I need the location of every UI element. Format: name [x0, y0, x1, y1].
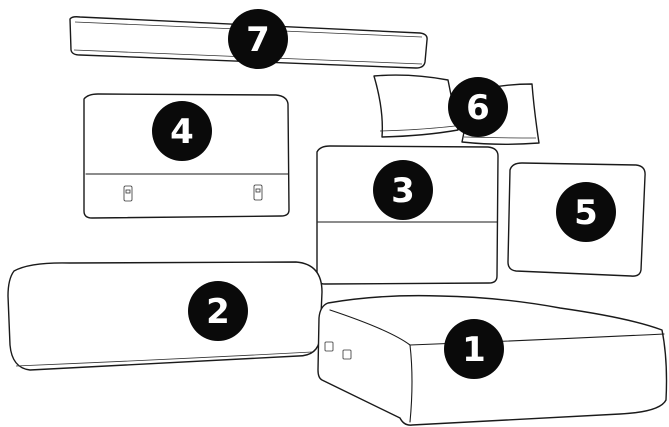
badge-label-5: 5	[574, 193, 598, 233]
badge-label-2: 2	[206, 292, 230, 332]
badge-label-7: 7	[246, 20, 270, 60]
number-badge-1: 1	[444, 319, 504, 379]
number-badge-3: 3	[373, 160, 433, 220]
number-badge-2: 2	[188, 281, 248, 341]
number-badge-5: 5	[556, 182, 616, 242]
badge-label-1: 1	[462, 330, 486, 370]
badge-label-6: 6	[466, 88, 490, 128]
number-badge-6: 6	[448, 77, 508, 137]
badge-label-4: 4	[170, 112, 194, 152]
number-badge-4: 4	[152, 101, 212, 161]
badge-label-3: 3	[391, 171, 415, 211]
part-2-long-cushion	[8, 262, 322, 370]
number-badge-7: 7	[228, 9, 288, 69]
